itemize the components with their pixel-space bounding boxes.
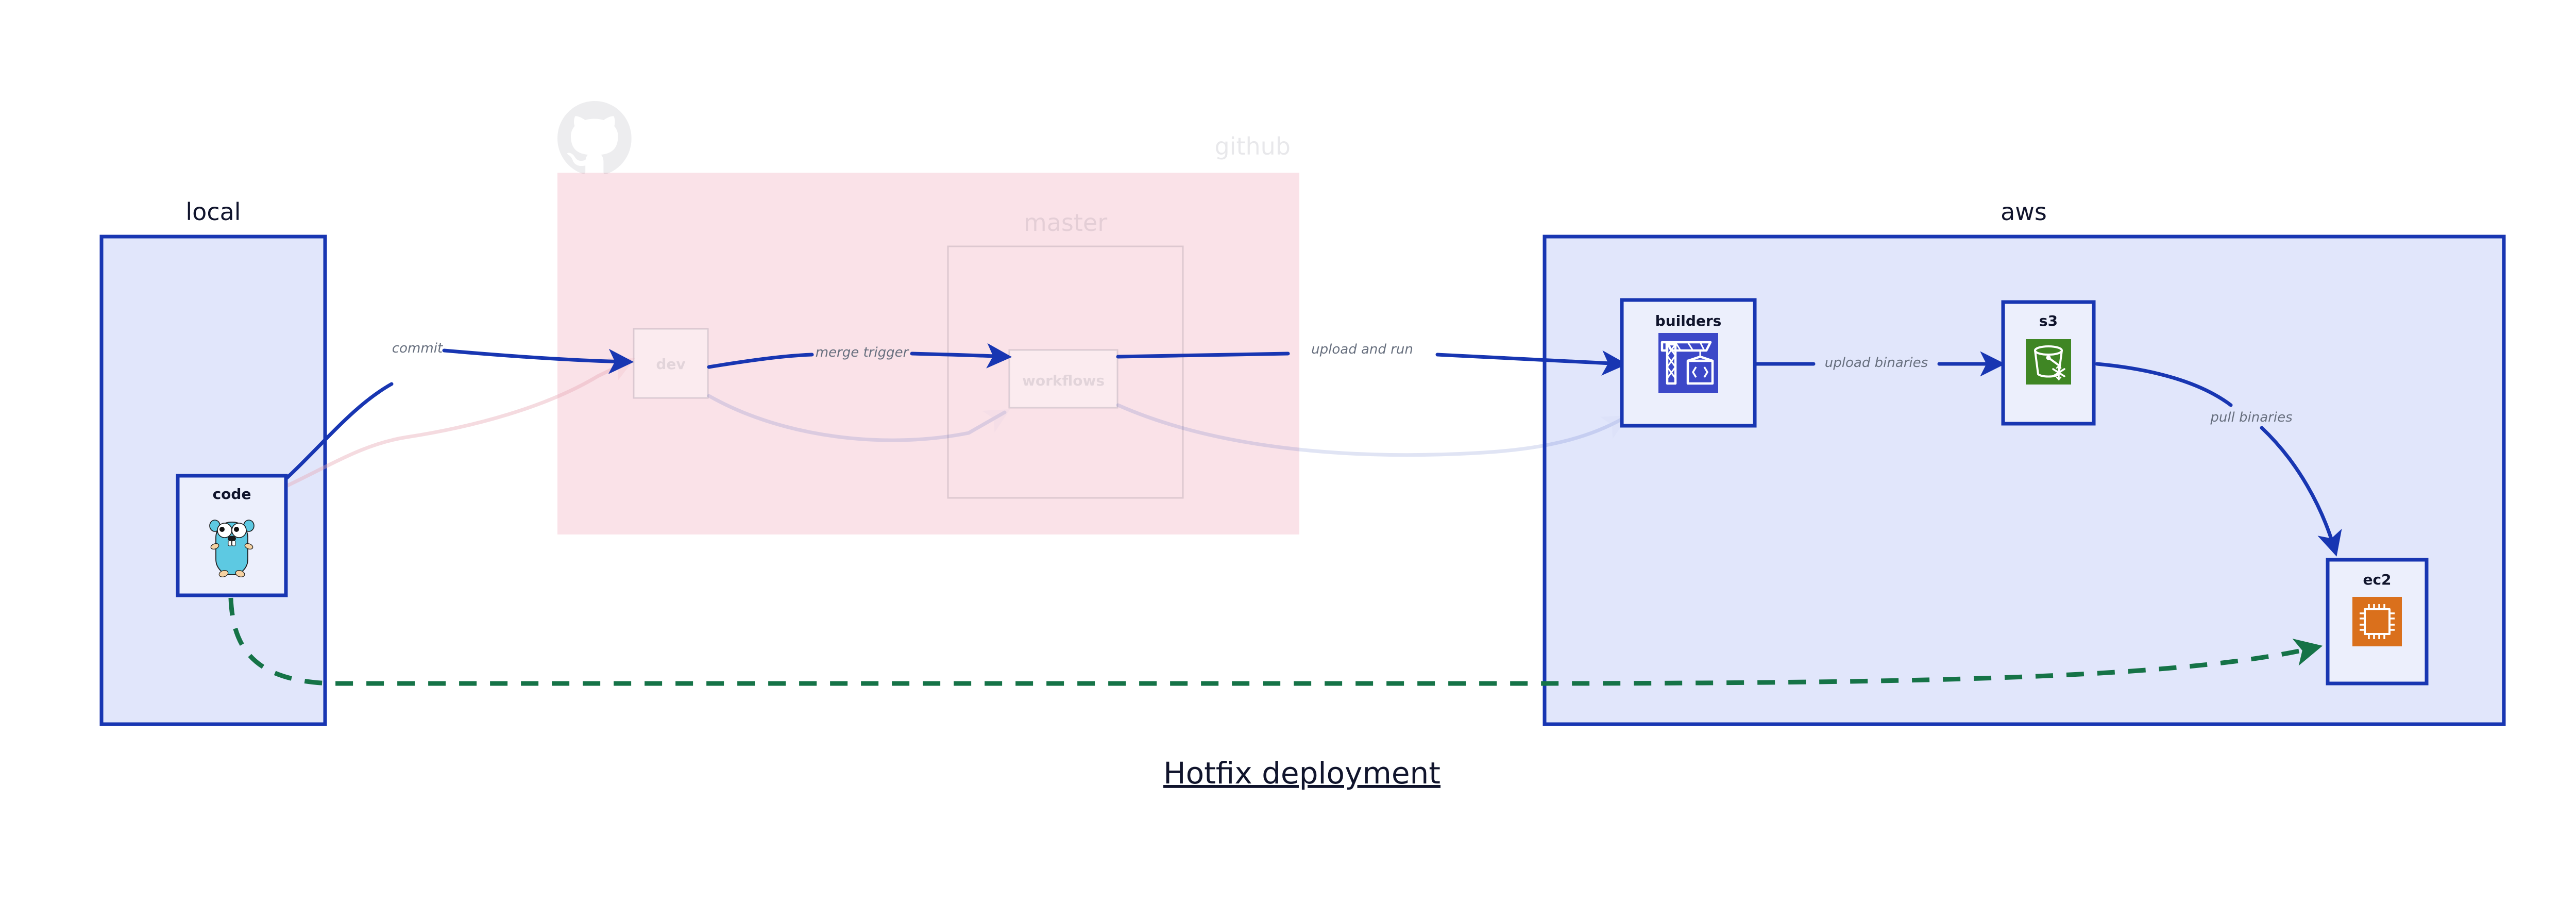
cluster-master-box bbox=[947, 245, 1184, 499]
edge-label-upload-binaries: upload binaries bbox=[1825, 355, 1928, 371]
node-dev-box bbox=[633, 328, 709, 399]
aws-ec2-cpu-icon bbox=[2352, 597, 2402, 646]
node-code[interactable]: code bbox=[176, 474, 288, 597]
edge-pull-binaries-segment-a bbox=[2095, 362, 2233, 407]
node-builders-label: builders bbox=[1655, 312, 1722, 329]
edge-commit-segment-a bbox=[272, 382, 394, 492]
cluster-master[interactable]: master bbox=[947, 209, 1184, 499]
node-ec2-box bbox=[2326, 558, 2429, 686]
edge-upload-and-run-segment-a bbox=[1116, 352, 1290, 359]
node-workflows-label: workflows bbox=[1022, 372, 1105, 389]
edge-hotfix-direct-dashed bbox=[228, 597, 2323, 686]
edge-pull-binaries-segment-b bbox=[2260, 426, 2342, 557]
github-octocat-icon bbox=[557, 101, 632, 174]
node-s3[interactable]: s3 bbox=[2001, 300, 2096, 426]
ghost-edges-layer bbox=[266, 357, 1629, 497]
cluster-master-label: master bbox=[1024, 209, 1107, 237]
ghost-edge-pink-code-dev bbox=[266, 357, 636, 497]
edge-label-commit: commit bbox=[392, 341, 443, 356]
edge-label-pull-binaries: pull binaries bbox=[2210, 410, 2292, 425]
aws-codebuild-crane-icon bbox=[1658, 333, 1718, 393]
node-dev-label: dev bbox=[656, 356, 685, 373]
ghost-edge-blue-dev-workflows bbox=[707, 394, 1010, 442]
node-builders[interactable]: builders bbox=[1620, 298, 1757, 428]
edge-merge-trigger-segment-b bbox=[910, 343, 1012, 369]
node-s3-label: s3 bbox=[2039, 312, 2058, 329]
node-code-label: code bbox=[213, 486, 251, 503]
diagram-title: Hotfix deployment bbox=[1163, 756, 1440, 791]
edge-merge-trigger-segment-a bbox=[707, 353, 814, 369]
cluster-local[interactable]: local bbox=[99, 198, 327, 726]
go-gopher-icon bbox=[209, 520, 255, 577]
ghost-edge-blue-workflows-builders bbox=[1116, 403, 1629, 457]
edge-label-merge-trigger: merge trigger bbox=[816, 345, 910, 360]
node-workflows[interactable]: workflows bbox=[1008, 349, 1118, 409]
cluster-github[interactable]: github master dev workflows bbox=[557, 101, 1299, 534]
main-edges-layer: commit merge trigger upload and run uplo… bbox=[228, 341, 2342, 686]
aws-s3-bucket-icon bbox=[2026, 339, 2071, 385]
cluster-aws-label: aws bbox=[2001, 198, 2047, 226]
edge-upload-and-run-segment-b bbox=[1435, 350, 1628, 376]
node-workflows-box bbox=[1008, 349, 1118, 409]
node-ec2-label: ec2 bbox=[2363, 571, 2391, 588]
cluster-github-label: github bbox=[1214, 132, 1291, 160]
edge-commit-segment-b bbox=[442, 348, 634, 374]
node-dev[interactable]: dev bbox=[633, 328, 709, 399]
cluster-local-label: local bbox=[185, 198, 241, 226]
edge-label-upload-and-run: upload and run bbox=[1311, 342, 1413, 357]
node-ec2[interactable]: ec2 bbox=[2326, 558, 2429, 686]
